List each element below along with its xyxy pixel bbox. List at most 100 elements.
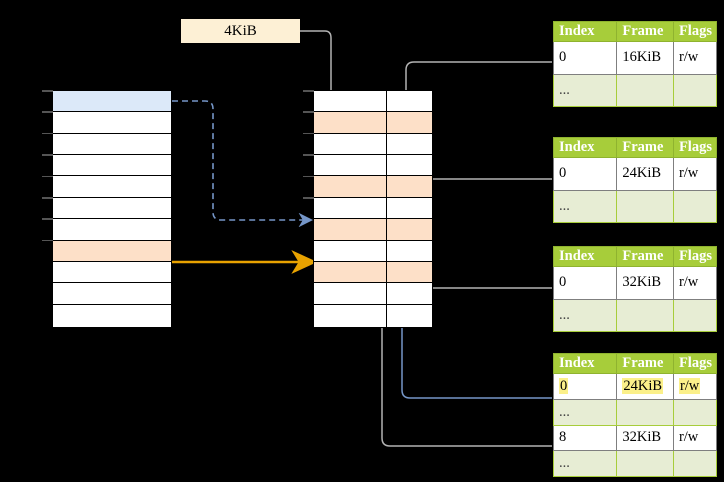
column-header-frame: Frame [616,353,674,374]
cell-flags [672,450,718,477]
cell-frame [616,298,674,332]
cell-flags [672,73,718,107]
highlighted-value: 0 [559,377,569,394]
wire-pagesize-to-frame [300,30,338,118]
column-header-index: Index [552,21,618,42]
virtual-page-row [53,240,171,262]
cell-index: ... [552,450,618,477]
physical-frame-row [314,261,432,284]
cell-index: 8 [552,424,618,452]
row-tick-mark [42,90,53,92]
wire-virtual-row0-dashed [172,100,313,228]
cell-frame: 24KiB [616,157,674,191]
column-header-frame: Frame [616,21,674,42]
row-tick-mark [303,154,314,156]
row-tick-mark [42,132,53,135]
wire-pt2-to-physical [413,178,552,226]
virtual-page-row [53,304,171,326]
virtual-page-row [53,91,171,113]
page-table-row: 0 24KiB r/w [552,373,718,400]
row-tick-mark [42,239,53,242]
row-tick-mark [42,175,53,178]
column-header-flags: Flags [672,21,718,42]
cell-flags [672,298,718,332]
highlighted-value: r/w [678,377,701,394]
cell-frame [616,73,674,107]
row-tick-mark [42,197,53,199]
column-header-frame: Frame [616,246,674,267]
column-header-frame: Frame [616,137,674,158]
cell-frame [616,398,674,426]
cell-frame: 24KiB [616,373,674,400]
physical-column-divider [386,91,387,327]
cell-index: ... [552,73,618,107]
cell-flags [672,398,718,426]
page-table-ellipsis-row: ... [552,189,718,223]
physical-frame-row [314,112,432,134]
column-header-index: Index [552,246,618,267]
page-table-ellipsis-row: ... [552,450,718,477]
virtual-page-row [53,197,171,220]
cell-frame [616,189,674,223]
virtual-page-row [53,155,171,177]
cell-index: ... [552,298,618,332]
column-header-index: Index [552,353,618,374]
column-header-flags: Flags [672,137,718,158]
physical-frame-row [314,240,432,262]
cell-flags: r/w [672,157,718,191]
physical-frame-row [314,176,432,198]
wire-pt4-row0-to-physical [395,217,552,399]
cell-index: 0 [552,266,618,300]
wire-pt1-to-physical [399,61,552,184]
column-header-flags: Flags [672,353,718,374]
physical-frame-row [314,219,432,241]
cell-flags: r/w [672,266,718,300]
row-tick-mark [303,132,314,135]
virtual-page-row [53,283,171,305]
virtual-page-row [53,176,171,198]
page-size-label: 4KiB [181,19,300,43]
physical-frame-row [314,197,432,220]
cell-index: ... [552,398,618,426]
column-header-index: Index [552,137,618,158]
physical-frame-row [314,133,432,156]
physical-frame-row [314,304,432,326]
physical-frame-row [314,91,432,113]
cell-flags: r/w [672,41,718,75]
page-table-ellipsis-row: ... [552,298,718,332]
wire-pt3-to-physical [417,267,552,289]
row-tick-mark [303,197,314,199]
row-tick-mark [42,154,53,156]
cell-flags: r/w [672,424,718,452]
page-table-ellipsis-row: ... [552,398,718,426]
virtual-page-row [53,219,171,241]
cell-flags [672,189,718,223]
highlighted-value: 24KiB [622,377,664,394]
virtual-address-space [52,90,172,328]
page-size-text: 4KiB [224,22,257,39]
page-table-ellipsis-row: ... [552,73,718,107]
cell-flags: r/w [672,373,718,400]
physical-frame-row [314,283,432,305]
virtual-page-row [53,261,171,284]
cell-frame: 32KiB [616,424,674,452]
column-header-flags: Flags [672,246,718,267]
cell-frame: 16KiB [616,41,674,75]
physical-frame-row [314,155,432,177]
cell-index: ... [552,189,618,223]
row-tick-mark [303,111,314,113]
wire-pt4-row8-to-physical [375,267,552,447]
virtual-page-row [53,133,171,156]
cell-index: 0 [552,41,618,75]
